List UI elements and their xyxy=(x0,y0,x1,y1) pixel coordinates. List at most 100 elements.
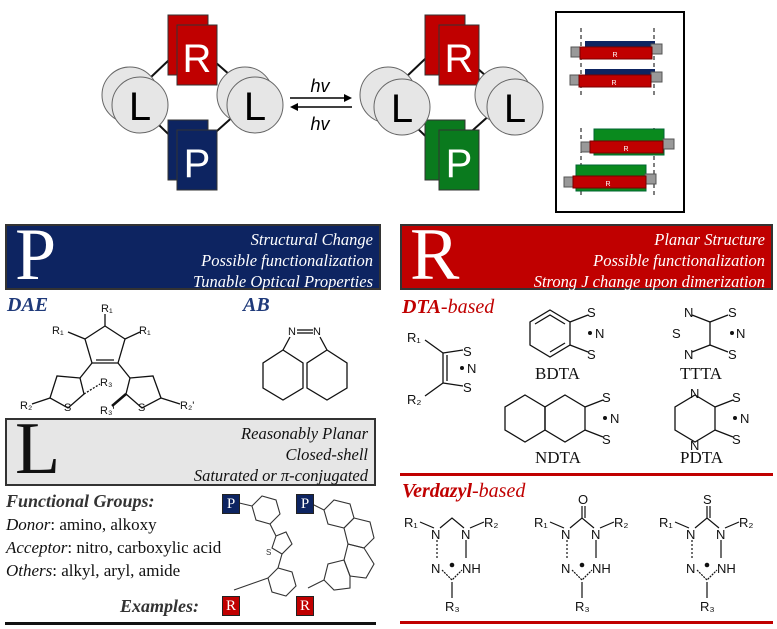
svg-text:N: N xyxy=(467,361,476,376)
svg-text:N: N xyxy=(684,305,693,320)
l-letter: L xyxy=(15,408,61,490)
svg-text:R₃': R₃' xyxy=(100,405,115,417)
r-letter: R xyxy=(410,214,460,296)
group-label: Others xyxy=(6,561,53,580)
svg-text:R₁: R₁ xyxy=(407,330,421,345)
svg-text:N: N xyxy=(461,527,470,542)
p-properties: Structural Change Possible functionaliza… xyxy=(193,229,373,292)
svg-text:S: S xyxy=(138,402,145,414)
ttta-label: TTTA xyxy=(680,364,723,383)
svg-text:N: N xyxy=(690,438,699,453)
group-label: Acceptor xyxy=(6,538,68,557)
ndta-label: NDTA xyxy=(535,448,581,467)
verdazyl-heading: Verdazyl-based xyxy=(402,480,525,503)
p-block xyxy=(438,129,480,191)
svg-text:R₂: R₂ xyxy=(739,515,753,530)
svg-text:N: N xyxy=(288,326,296,338)
svg-text:S: S xyxy=(587,347,596,362)
svg-text:R₁: R₁ xyxy=(101,303,113,315)
l-node-label: L xyxy=(391,87,413,131)
p-banner: P Structural Change Possible functionali… xyxy=(5,218,381,292)
svg-text:R₁: R₁ xyxy=(659,515,673,530)
right-assembly: R P L L xyxy=(359,14,544,191)
svg-text:R₁: R₁ xyxy=(534,515,548,530)
l-node xyxy=(111,76,169,134)
verdazyl-heading-rest: -based xyxy=(472,480,526,502)
left-assembly: R P L L xyxy=(101,14,284,191)
ndta-structure: SNS xyxy=(504,390,619,447)
r-block xyxy=(176,24,218,86)
svg-text:R₃: R₃ xyxy=(445,599,460,614)
r-banner: R Planar Structure Possible functionaliz… xyxy=(400,218,773,292)
pdta-label: PDTA xyxy=(680,448,724,467)
functional-groups-title: Functional Groups: xyxy=(6,491,155,511)
svg-text:N: N xyxy=(736,326,745,341)
stack-r-label: R xyxy=(611,80,616,87)
svg-text:S: S xyxy=(732,390,741,405)
group-values: : alkyl, aryl, amide xyxy=(52,561,181,580)
svg-text:S: S xyxy=(602,390,611,405)
ab-structure: N N xyxy=(262,326,348,401)
svg-text:S: S xyxy=(266,548,271,557)
group-values: : amino, alkoxy xyxy=(50,515,157,534)
svg-text:S: S xyxy=(732,432,741,447)
l-properties: Reasonably Planar Closed-shell Saturated… xyxy=(194,423,368,486)
svg-text:N: N xyxy=(610,411,619,426)
l-property: Saturated or π-conjugated xyxy=(193,466,368,485)
svg-text:N: N xyxy=(431,561,440,576)
svg-text:N: N xyxy=(561,527,570,542)
l-property: Reasonably Planar xyxy=(241,424,368,443)
r-block xyxy=(438,24,480,86)
functional-group-donor: Donor: amino, alkoxy xyxy=(6,515,157,535)
r-property: Planar Structure xyxy=(654,230,765,249)
svg-text:S: S xyxy=(587,305,596,320)
group-label: Donor xyxy=(6,515,51,534)
verdazyl-heading-bold: Verdazyl xyxy=(402,480,472,502)
svg-text:N: N xyxy=(686,527,695,542)
black-divider xyxy=(5,622,376,625)
stack-r-label: R xyxy=(623,146,628,153)
example-r-tag: R xyxy=(222,596,240,616)
svg-text:R₁: R₁ xyxy=(139,325,151,337)
svg-text:N: N xyxy=(686,561,695,576)
p-property: Tunable Optical Properties xyxy=(193,272,373,291)
svg-text:N: N xyxy=(591,527,600,542)
svg-text:S: S xyxy=(602,432,611,447)
svg-text:N: N xyxy=(561,561,570,576)
example-p-tag: P xyxy=(296,494,314,514)
bdta-structure: SNS xyxy=(529,305,604,362)
l-banner: L Reasonably Planar Closed-shell Saturat… xyxy=(5,412,376,486)
svg-text:NH: NH xyxy=(592,561,611,576)
svg-text:R₁: R₁ xyxy=(52,325,64,337)
svg-text:N: N xyxy=(716,527,725,542)
p-block-label: P xyxy=(184,142,211,186)
p-block xyxy=(176,129,218,191)
l-node-label: L xyxy=(504,87,526,131)
svg-text:S: S xyxy=(728,305,737,320)
svg-text:N: N xyxy=(313,326,321,338)
svg-text:R₂: R₂ xyxy=(20,400,32,412)
r-block-label: R xyxy=(445,37,474,81)
svg-text:R₃: R₃ xyxy=(575,599,590,614)
svg-text:N: N xyxy=(740,411,749,426)
p-property: Possible functionalization xyxy=(201,251,373,270)
p-letter: P xyxy=(15,214,57,296)
stacking-box: R R R R xyxy=(555,11,685,213)
dae-label: DAE xyxy=(7,294,49,316)
bdta-label: BDTA xyxy=(535,364,580,383)
r-block-label: R xyxy=(183,37,212,81)
svg-text:N: N xyxy=(690,386,699,401)
red-divider xyxy=(400,621,773,624)
r-properties: Planar Structure Possible functionalizat… xyxy=(534,229,765,292)
svg-text:S: S xyxy=(672,326,681,341)
r-property: Strong J change upon dimerization xyxy=(533,272,765,291)
dta-heading: DTA-based xyxy=(402,296,494,319)
svg-text:R₂: R₂ xyxy=(407,392,421,407)
svg-text:R₂': R₂' xyxy=(180,400,194,412)
hv-label-bottom: hv xyxy=(310,114,330,134)
examples-label: Examples: xyxy=(120,596,199,616)
functional-group-acceptor: Acceptor: nitro, carboxylic acid xyxy=(6,538,221,558)
